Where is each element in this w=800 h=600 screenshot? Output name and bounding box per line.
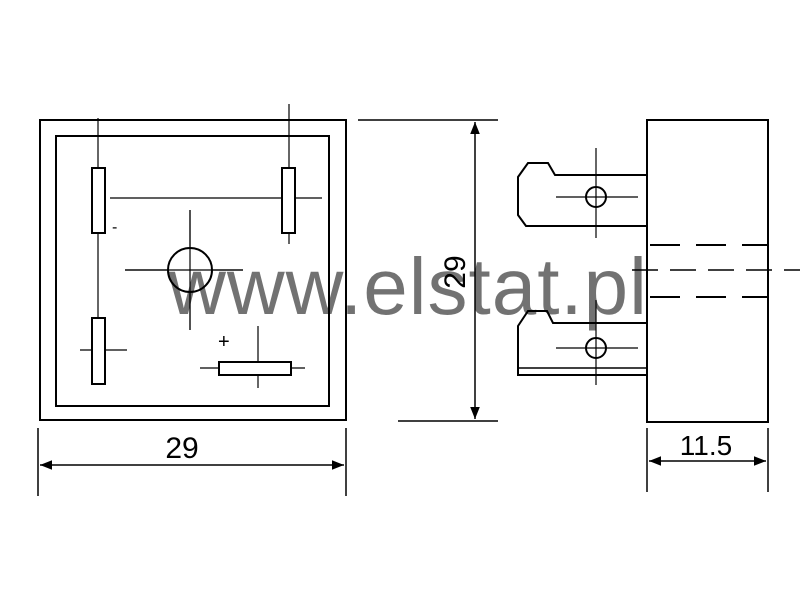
minus-terminal-label: -	[112, 219, 117, 236]
hidden-mounting-hole	[650, 244, 768, 298]
height-dimension	[358, 119, 498, 422]
pin-plus	[218, 361, 292, 376]
plus-terminal-label: +	[218, 331, 230, 353]
pin-top-right	[281, 167, 296, 234]
terminal-bottom	[517, 310, 647, 376]
outer-body-outline	[39, 119, 347, 421]
pin-bottom-left	[91, 317, 106, 385]
side-depth-dimension	[646, 428, 769, 492]
front-width-dimension	[37, 428, 347, 496]
inner-body-outline	[55, 135, 330, 407]
side-depth-label: 11.5	[680, 430, 732, 461]
terminal-top	[517, 162, 647, 227]
front-view	[39, 104, 347, 421]
side-view	[517, 119, 800, 423]
watermark-text: www.elstat.pl	[167, 242, 648, 331]
pin-top-left	[91, 167, 106, 234]
side-body-outline	[646, 119, 769, 423]
front-width-label: 29	[165, 432, 198, 465]
height-label: 29	[439, 255, 472, 288]
